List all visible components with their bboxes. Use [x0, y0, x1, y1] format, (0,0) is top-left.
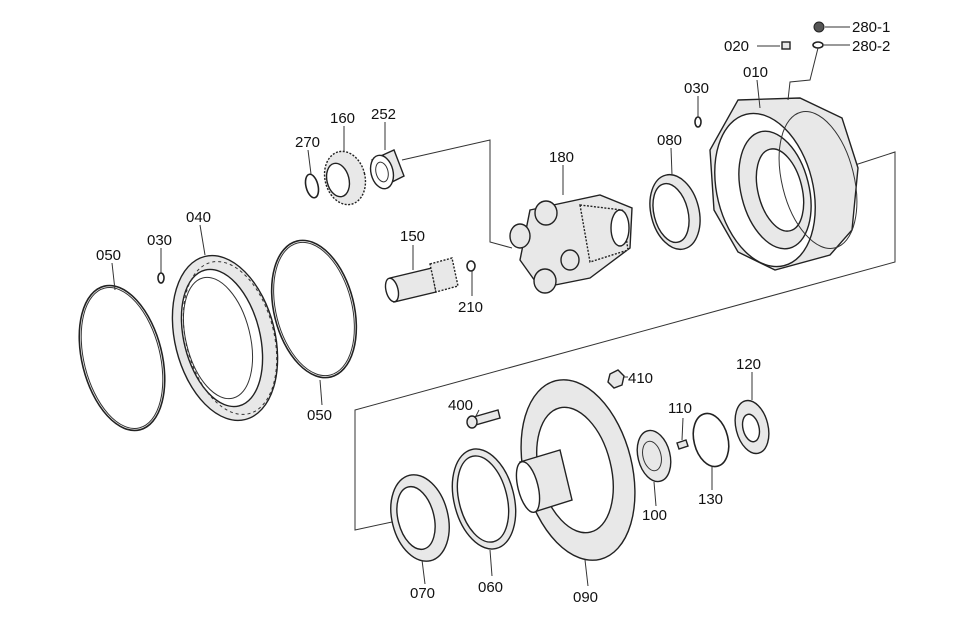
label-180: 180: [549, 149, 574, 166]
part-080-seal: [649, 173, 701, 251]
label-060: 060: [478, 579, 503, 596]
part-100-thrust-disc: [636, 429, 672, 483]
label-010: 010: [743, 64, 768, 81]
part-160-planet-gear: [323, 150, 367, 206]
label-160: 160: [330, 110, 355, 127]
part-labels: 050 030 040 050 270 160 252 150 210 180 …: [96, 19, 890, 606]
label-050-right: 050: [307, 407, 332, 424]
part-030-ring-housing: [694, 116, 702, 128]
part-210-ring: [466, 260, 476, 272]
leader-lines: [111, 26, 850, 587]
label-270: 270: [295, 134, 320, 151]
label-150: 150: [400, 228, 425, 245]
label-020: 020: [724, 38, 749, 55]
label-040: 040: [186, 209, 211, 226]
part-280-screw-plug: [787, 21, 825, 101]
part-060-seal-ring: [451, 448, 517, 550]
label-100: 100: [642, 507, 667, 524]
part-020-plug: [781, 41, 791, 50]
part-130-circlip: [692, 412, 730, 468]
label-090: 090: [573, 589, 598, 606]
part-400-bolt: [466, 409, 501, 429]
label-410: 410: [628, 370, 653, 387]
label-120: 120: [736, 356, 761, 373]
label-050-left: 050: [96, 247, 121, 264]
part-150-sun-shaft: [384, 257, 459, 303]
label-070: 070: [410, 585, 435, 602]
part-090-hub: [515, 379, 636, 561]
part-040-ring-gear: [171, 254, 279, 422]
label-280-1: 280-1: [852, 19, 890, 36]
part-010-housing: [709, 97, 859, 271]
label-280-2: 280-2: [852, 38, 890, 55]
label-080: 080: [657, 132, 682, 149]
part-070-bearing: [390, 474, 450, 562]
part-410-nut: [607, 369, 625, 389]
part-252-bearing: [369, 149, 405, 190]
label-400: 400: [448, 397, 473, 414]
label-030-left: 030: [147, 232, 172, 249]
part-120-cover: [734, 399, 770, 455]
part-030-small-ring: [157, 272, 165, 284]
part-050-oring-left: [78, 284, 166, 432]
part-270-snap-ring: [304, 173, 320, 199]
label-110: 110: [668, 400, 692, 417]
part-050-oring-right: [270, 239, 358, 379]
assembly-outline: [354, 139, 896, 531]
label-130: 130: [698, 491, 723, 508]
label-252: 252: [371, 106, 396, 123]
label-210: 210: [458, 299, 483, 316]
part-180-planet-carrier: [509, 194, 633, 294]
part-110-pin: [676, 439, 689, 450]
label-030-right: 030: [684, 80, 709, 97]
